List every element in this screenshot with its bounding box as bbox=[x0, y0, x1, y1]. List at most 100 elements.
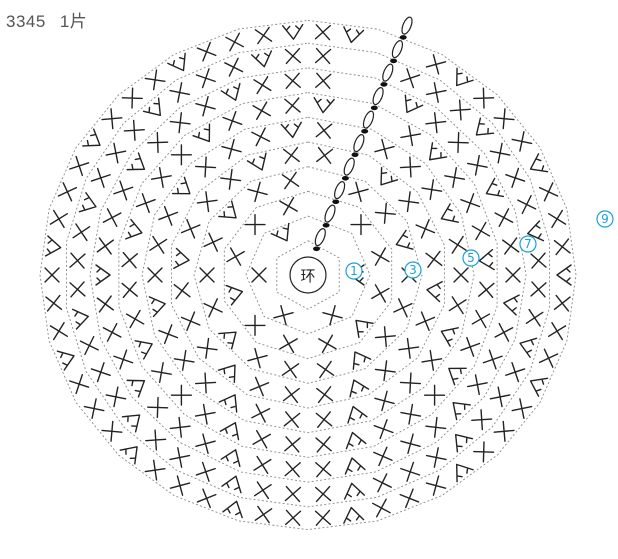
single-crochet-stitch bbox=[285, 98, 300, 113]
increase-stitch bbox=[281, 122, 302, 138]
single-crochet-stitch bbox=[252, 128, 270, 146]
single-crochet-stitch bbox=[506, 268, 520, 282]
chain-stitch bbox=[313, 227, 327, 247]
single-crochet-stitch bbox=[284, 412, 299, 427]
chain-stitch bbox=[390, 39, 404, 59]
single-crochet-stitch bbox=[148, 268, 162, 282]
single-crochet-stitch bbox=[114, 350, 133, 369]
single-crochet-stitch bbox=[253, 431, 270, 448]
chain-stitch bbox=[371, 86, 385, 106]
single-crochet-stitch bbox=[427, 448, 446, 467]
single-crochet-stitch bbox=[401, 126, 420, 145]
single-crochet-stitch bbox=[399, 192, 419, 212]
single-crochet-stitch bbox=[503, 238, 519, 254]
increase-stitch bbox=[344, 403, 367, 422]
single-crochet-stitch bbox=[400, 489, 418, 507]
single-crochet-stitch bbox=[490, 387, 509, 406]
increase-stitch bbox=[437, 204, 458, 228]
slip-stitch bbox=[313, 247, 320, 252]
single-crochet-stitch bbox=[316, 510, 331, 525]
round-label-5: 5 bbox=[463, 250, 479, 266]
single-crochet-stitch bbox=[102, 421, 122, 441]
increase-stitch bbox=[219, 390, 243, 412]
single-crochet-stitch bbox=[58, 183, 76, 201]
single-crochet-stitch bbox=[555, 239, 571, 255]
increase-stitch bbox=[222, 473, 245, 493]
single-crochet-stitch bbox=[468, 375, 487, 394]
single-crochet-stitch bbox=[483, 350, 502, 369]
increase-stitch bbox=[517, 334, 537, 357]
single-crochet-stitch bbox=[106, 387, 125, 406]
single-crochet-stitch bbox=[555, 295, 571, 311]
single-crochet-stitch bbox=[399, 339, 419, 359]
single-crochet-stitch bbox=[427, 83, 446, 102]
chain-stitch bbox=[381, 63, 395, 83]
single-crochet-stitch bbox=[394, 299, 412, 317]
single-crochet-stitch bbox=[196, 373, 216, 393]
single-crochet-stitch bbox=[174, 283, 190, 299]
center-ring: 环 bbox=[290, 257, 326, 293]
increase-stitch bbox=[502, 293, 519, 315]
single-crochet-stitch bbox=[426, 417, 446, 437]
increase-stitch bbox=[57, 346, 77, 370]
single-crochet-stitch bbox=[286, 510, 301, 525]
single-crochet-stitch bbox=[254, 77, 271, 94]
increase-stitch bbox=[149, 294, 167, 316]
increase-stitch bbox=[219, 201, 243, 225]
single-crochet-stitch bbox=[196, 157, 216, 177]
single-crochet-stitch bbox=[285, 487, 300, 502]
chain-stitch bbox=[323, 204, 337, 224]
single-crochet-stitch bbox=[170, 83, 189, 102]
single-crochet-stitch bbox=[472, 222, 489, 239]
single-crochet-stitch bbox=[196, 97, 215, 116]
increase-stitch bbox=[126, 220, 145, 243]
single-crochet-stitch bbox=[80, 337, 98, 355]
single-crochet-stitch bbox=[97, 238, 113, 254]
single-crochet-stitch bbox=[127, 310, 144, 327]
single-crochet-stitch bbox=[227, 248, 244, 265]
single-crochet-stitch bbox=[252, 404, 270, 422]
single-crochet-stitch bbox=[426, 113, 446, 133]
single-crochet-stitch bbox=[461, 194, 480, 213]
single-crochet-stitch bbox=[401, 373, 421, 393]
increase-stitch bbox=[345, 376, 369, 397]
single-crochet-stitch bbox=[253, 102, 270, 119]
single-crochet-stitch bbox=[454, 268, 468, 282]
increase-stitch bbox=[342, 481, 364, 499]
slip-stitch bbox=[390, 59, 397, 64]
round-labels: 13579 bbox=[346, 211, 613, 279]
single-crochet-stitch bbox=[124, 120, 144, 140]
increase-stitch bbox=[448, 428, 472, 452]
increase-stitch bbox=[449, 459, 473, 482]
increase-stitch bbox=[393, 230, 413, 254]
single-crochet-stitch bbox=[196, 462, 215, 481]
single-crochet-stitch bbox=[448, 133, 468, 153]
single-crochet-stitch bbox=[472, 310, 489, 327]
single-crochet-stitch bbox=[319, 335, 336, 352]
single-crochet-stitch bbox=[540, 349, 558, 367]
single-crochet-stitch bbox=[512, 399, 531, 418]
single-crochet-stitch bbox=[152, 168, 171, 187]
single-crochet-stitch bbox=[136, 194, 155, 213]
increase-stitch bbox=[144, 98, 168, 122]
single-crochet-stitch bbox=[159, 207, 177, 225]
increase-stitch bbox=[343, 430, 366, 449]
single-crochet-stitch bbox=[426, 251, 442, 267]
increase-stitch bbox=[174, 248, 190, 270]
single-crochet-stitch bbox=[282, 361, 298, 377]
single-crochet-stitch bbox=[450, 100, 470, 120]
single-crochet-stitch bbox=[106, 143, 125, 162]
slip-stitch bbox=[380, 82, 387, 87]
single-crochet-stitch bbox=[316, 412, 331, 427]
slip-stitch bbox=[371, 106, 378, 111]
increase-stitch bbox=[252, 51, 274, 69]
single-crochet-stitch bbox=[316, 25, 331, 40]
slip-stitch bbox=[323, 223, 330, 228]
single-crochet-stitch bbox=[248, 182, 267, 201]
increase-stitch bbox=[73, 307, 91, 329]
increase-stitch bbox=[221, 84, 245, 104]
single-crochet-stitch bbox=[316, 487, 331, 502]
single-crochet-stitch bbox=[221, 169, 241, 189]
single-crochet-stitch bbox=[317, 361, 333, 377]
